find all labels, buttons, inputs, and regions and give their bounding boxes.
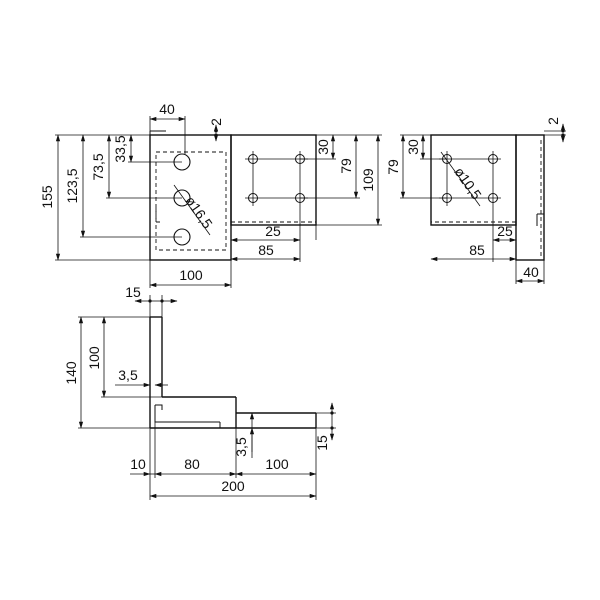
dim-side-85: 85 — [469, 242, 485, 258]
side-bend-detail — [536, 213, 544, 226]
dim-front-73-5: 73,5 — [90, 153, 106, 180]
front-flange-outline — [230, 134, 317, 226]
dim-dot — [148, 299, 152, 303]
dim-top-3-5-lower: 3,5 — [233, 437, 249, 457]
dim-dot — [214, 129, 218, 133]
dim-front-flange-85: 85 — [258, 242, 274, 258]
dim-front-hole-dia: ø16,5 — [182, 193, 216, 232]
dim-front-width-top: 40 — [159, 101, 175, 117]
front-flange-holes — [245, 151, 308, 206]
dim-front-33-5: 33,5 — [112, 135, 128, 162]
dim-side-thickness: 2 — [545, 117, 561, 125]
dim-side-79: 79 — [385, 159, 401, 175]
dim-top-140: 140 — [63, 361, 79, 385]
leader-side-hole — [440, 151, 481, 207]
dim-top-10: 10 — [130, 456, 146, 472]
dim-front-155: 155 — [39, 185, 55, 209]
dim-front-flange-79: 79 — [338, 158, 354, 174]
dim-top-100: 100 — [86, 346, 102, 370]
front-hidden-bend — [155, 208, 162, 223]
dim-top-200: 200 — [221, 478, 245, 494]
front-hidden-outline — [155, 151, 227, 251]
dim-front-123-5: 123,5 — [64, 168, 80, 203]
dim-front-thickness: 2 — [208, 118, 224, 126]
dim-side-hole-dia: ø10,5 — [451, 164, 485, 203]
dim-front-width-bottom: 100 — [179, 267, 203, 283]
dim-dot — [330, 426, 334, 430]
top-view: 15 140 100 3,5 3,5 15 10 — [63, 284, 336, 500]
dim-front-flange-25: 25 — [265, 223, 281, 239]
dim-dot — [214, 133, 218, 137]
dim-top-80: 80 — [184, 456, 200, 472]
front-view: 40 2 155 123,5 73,5 33,5 ø16,5 100 — [39, 101, 382, 288]
dim-side-40: 40 — [523, 264, 539, 280]
dim-dot — [330, 411, 334, 415]
top-box-bend — [154, 404, 163, 423]
dim-dot — [561, 129, 565, 133]
side-flange-outline — [515, 134, 545, 261]
leader-hole-dia — [173, 184, 211, 236]
dim-front-flange-109: 109 — [360, 168, 376, 192]
dim-top-3-5-upper: 3,5 — [118, 367, 138, 383]
dim-side-30: 30 — [405, 139, 421, 155]
dim-side-25: 25 — [497, 223, 513, 239]
dim-dot — [561, 133, 565, 137]
side-view: 79 30 ø10,5 2 25 85 40 — [385, 117, 566, 284]
dim-top-15: 15 — [125, 284, 141, 300]
dim-dot — [160, 299, 164, 303]
dim-front-flange-30: 30 — [315, 139, 331, 155]
dim-top-15-right: 15 — [314, 435, 330, 451]
dim-top-100-bottom: 100 — [265, 456, 289, 472]
